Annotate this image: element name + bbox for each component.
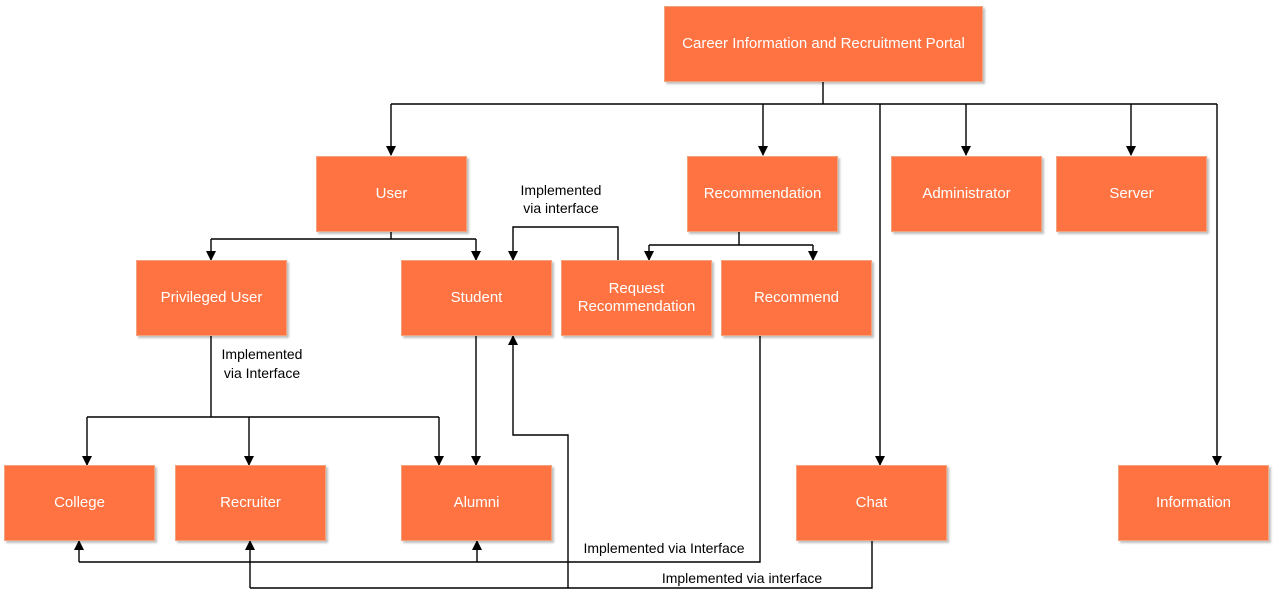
edge-portal-trunk bbox=[391, 82, 1217, 105]
node-administrator[interactable]: Administrator bbox=[891, 156, 1042, 232]
edge-chat-trunk bbox=[250, 541, 873, 589]
edge-label-chat: Implemented via interface bbox=[661, 570, 823, 586]
edge-privileged-trunk bbox=[87, 336, 439, 418]
edge-label-request-line2: via interface bbox=[523, 200, 599, 216]
node-server[interactable]: Server bbox=[1056, 156, 1207, 232]
node-chat[interactable]: Chat bbox=[796, 465, 947, 541]
node-portal[interactable]: Career Information and Recruitment Porta… bbox=[664, 6, 983, 82]
node-information[interactable]: Information bbox=[1118, 465, 1269, 541]
node-recommendation[interactable]: Recommendation bbox=[687, 156, 838, 232]
node-privileged-user[interactable]: Privileged User bbox=[136, 260, 287, 336]
edge-chat-student bbox=[508, 335, 569, 588]
node-request-recommendation[interactable]: Request Recommendation bbox=[561, 260, 712, 336]
edge-label-request-line1: Implemented bbox=[520, 182, 602, 198]
node-recommend[interactable]: Recommend bbox=[721, 260, 872, 336]
node-student[interactable]: Student bbox=[401, 260, 552, 336]
edge-request-student bbox=[508, 226, 619, 261]
node-college[interactable]: College bbox=[4, 465, 155, 541]
edge-user-trunk bbox=[211, 232, 476, 240]
edge-label-privileged-line1: Implemented bbox=[221, 346, 303, 362]
edge-recommend-trunk bbox=[79, 336, 761, 563]
node-user[interactable]: User bbox=[316, 156, 467, 232]
node-alumni[interactable]: Alumni bbox=[401, 465, 552, 541]
edge-rec-trunk bbox=[649, 232, 813, 246]
edge-label-privileged-line2: via Interface bbox=[223, 365, 301, 381]
node-recruiter[interactable]: Recruiter bbox=[175, 465, 326, 541]
edge-label-recommend: Implemented via Interface bbox=[583, 540, 745, 556]
